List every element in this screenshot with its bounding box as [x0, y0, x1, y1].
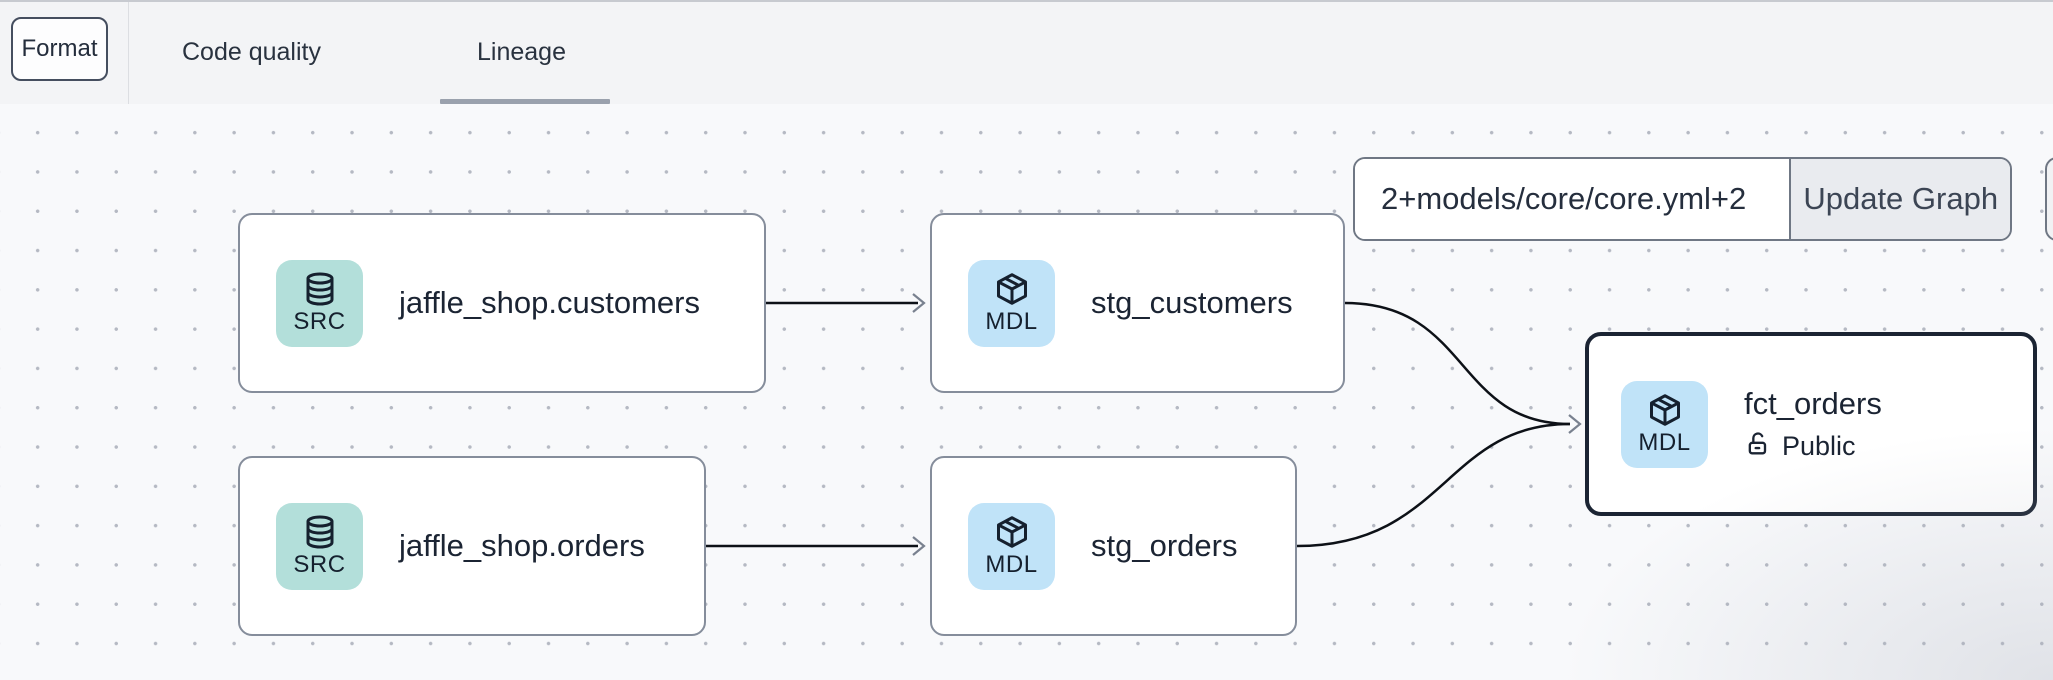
source-badge: SRC — [276, 259, 363, 347]
node-stg-customers[interactable]: MDL stg_customers — [930, 213, 1345, 393]
node-title: jaffle_shop.customers — [399, 285, 700, 320]
node-fct-orders[interactable]: MDL fct_orders Public — [1585, 332, 2037, 516]
lineage-canvas[interactable]: SRC jaffle_shop.customers MDL stg_custom… — [0, 104, 2053, 680]
unlock-icon — [1744, 430, 1782, 463]
tab-lineage[interactable]: Lineage — [477, 37, 566, 66]
node-title: stg_orders — [1091, 528, 1238, 563]
arrowhead-fct-orders — [1568, 414, 1582, 434]
edge-stg-orders-to-fct-orders — [1296, 422, 1571, 548]
badge-label: MDL — [985, 307, 1038, 335]
arrowhead-stg-orders — [912, 536, 926, 556]
badge-label: MDL — [1638, 428, 1691, 456]
model-badge: MDL — [1621, 380, 1708, 468]
database-icon — [302, 271, 338, 307]
clipped-toolbar-button[interactable] — [2045, 157, 2053, 241]
toolbar-divider — [128, 2, 129, 104]
badge-label: SRC — [293, 307, 346, 335]
node-src-jaffle-shop-customers[interactable]: SRC jaffle_shop.customers — [238, 213, 766, 393]
node-title: jaffle_shop.orders — [399, 528, 645, 563]
graph-selector-input[interactable] — [1355, 159, 1790, 239]
package-icon — [994, 271, 1030, 307]
graph-selector-group: Update Graph — [1353, 157, 2012, 241]
model-badge: MDL — [968, 259, 1055, 347]
node-stg-orders[interactable]: MDL stg_orders — [930, 456, 1297, 636]
access-label: Public — [1782, 430, 1856, 461]
lineage-edges — [706, 293, 1582, 556]
node-title: fct_orders — [1744, 385, 1882, 421]
tab-code-quality[interactable]: Code quality — [182, 37, 321, 66]
database-icon — [302, 514, 338, 550]
package-icon — [994, 514, 1030, 550]
arrowhead-stg-customers — [912, 293, 926, 313]
node-title: stg_customers — [1091, 285, 1293, 320]
node-src-jaffle-shop-orders[interactable]: SRC jaffle_shop.orders — [238, 456, 706, 636]
format-button[interactable]: Format — [11, 17, 108, 81]
badge-label: MDL — [985, 550, 1038, 578]
access-row: Public — [1744, 430, 1882, 463]
panel-toolbar: Format Code quality Lineage — [0, 0, 2053, 104]
update-graph-button[interactable]: Update Graph — [1789, 159, 2010, 239]
source-badge: SRC — [276, 502, 363, 590]
badge-label: SRC — [293, 550, 346, 578]
active-tab-indicator — [440, 99, 610, 104]
edge-stg-customers-to-fct-orders — [1344, 301, 1571, 426]
model-badge: MDL — [968, 502, 1055, 590]
package-icon — [1647, 392, 1683, 428]
